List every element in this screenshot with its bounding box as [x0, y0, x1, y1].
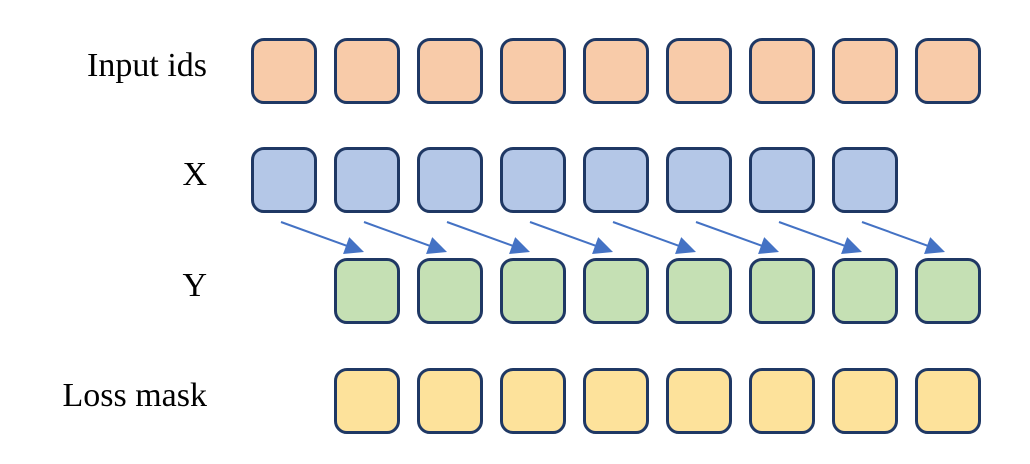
- cell-input-ids-8: [915, 38, 981, 104]
- cell-input-ids-4: [583, 38, 649, 104]
- shift-arrow-4: [612, 221, 683, 248]
- cell-input-ids-0: [251, 38, 317, 104]
- shift-arrow-head-4: [675, 237, 696, 255]
- cell-x-7: [832, 147, 898, 213]
- shift-arrow-head-7: [924, 237, 945, 255]
- cell-input-ids-5: [666, 38, 732, 104]
- cell-loss-mask-1: [334, 368, 400, 434]
- cell-input-ids-7: [832, 38, 898, 104]
- shift-arrow-head-1: [426, 237, 447, 255]
- shift-arrow-head-2: [509, 237, 530, 255]
- cell-loss-mask-8: [915, 368, 981, 434]
- shift-arrow-head-6: [841, 237, 862, 255]
- cell-x-2: [417, 147, 483, 213]
- cell-y-7: [832, 258, 898, 324]
- shift-arrow-3: [529, 221, 600, 248]
- shift-arrow-head-0: [343, 237, 364, 255]
- shift-arrow-head-3: [592, 237, 613, 255]
- row-label-x: X: [182, 156, 207, 193]
- shift-arrow-head-5: [758, 237, 779, 255]
- cell-loss-mask-4: [583, 368, 649, 434]
- row-label-y: Y: [182, 267, 207, 304]
- cell-loss-mask-2: [417, 368, 483, 434]
- cell-input-ids-3: [500, 38, 566, 104]
- cell-x-1: [334, 147, 400, 213]
- shift-arrow-1: [363, 221, 434, 248]
- shift-arrow-6: [778, 221, 849, 248]
- shift-arrow-0: [280, 221, 351, 248]
- shift-arrow-5: [695, 221, 766, 248]
- cell-input-ids-2: [417, 38, 483, 104]
- shift-arrow-7: [861, 221, 932, 248]
- cell-x-0: [251, 147, 317, 213]
- cell-x-5: [666, 147, 732, 213]
- cell-y-4: [583, 258, 649, 324]
- cell-x-3: [500, 147, 566, 213]
- shift-arrow-2: [446, 221, 517, 248]
- cell-input-ids-1: [334, 38, 400, 104]
- cell-y-2: [417, 258, 483, 324]
- cell-y-5: [666, 258, 732, 324]
- cell-y-1: [334, 258, 400, 324]
- cell-x-4: [583, 147, 649, 213]
- cell-y-6: [749, 258, 815, 324]
- cell-y-8: [915, 258, 981, 324]
- cell-loss-mask-5: [666, 368, 732, 434]
- cell-loss-mask-3: [500, 368, 566, 434]
- cell-input-ids-6: [749, 38, 815, 104]
- cell-y-3: [500, 258, 566, 324]
- row-label-loss-mask: Loss mask: [62, 377, 208, 414]
- cell-x-6: [749, 147, 815, 213]
- cell-loss-mask-6: [749, 368, 815, 434]
- cell-loss-mask-7: [832, 368, 898, 434]
- row-label-input-ids: Input ids: [87, 47, 207, 84]
